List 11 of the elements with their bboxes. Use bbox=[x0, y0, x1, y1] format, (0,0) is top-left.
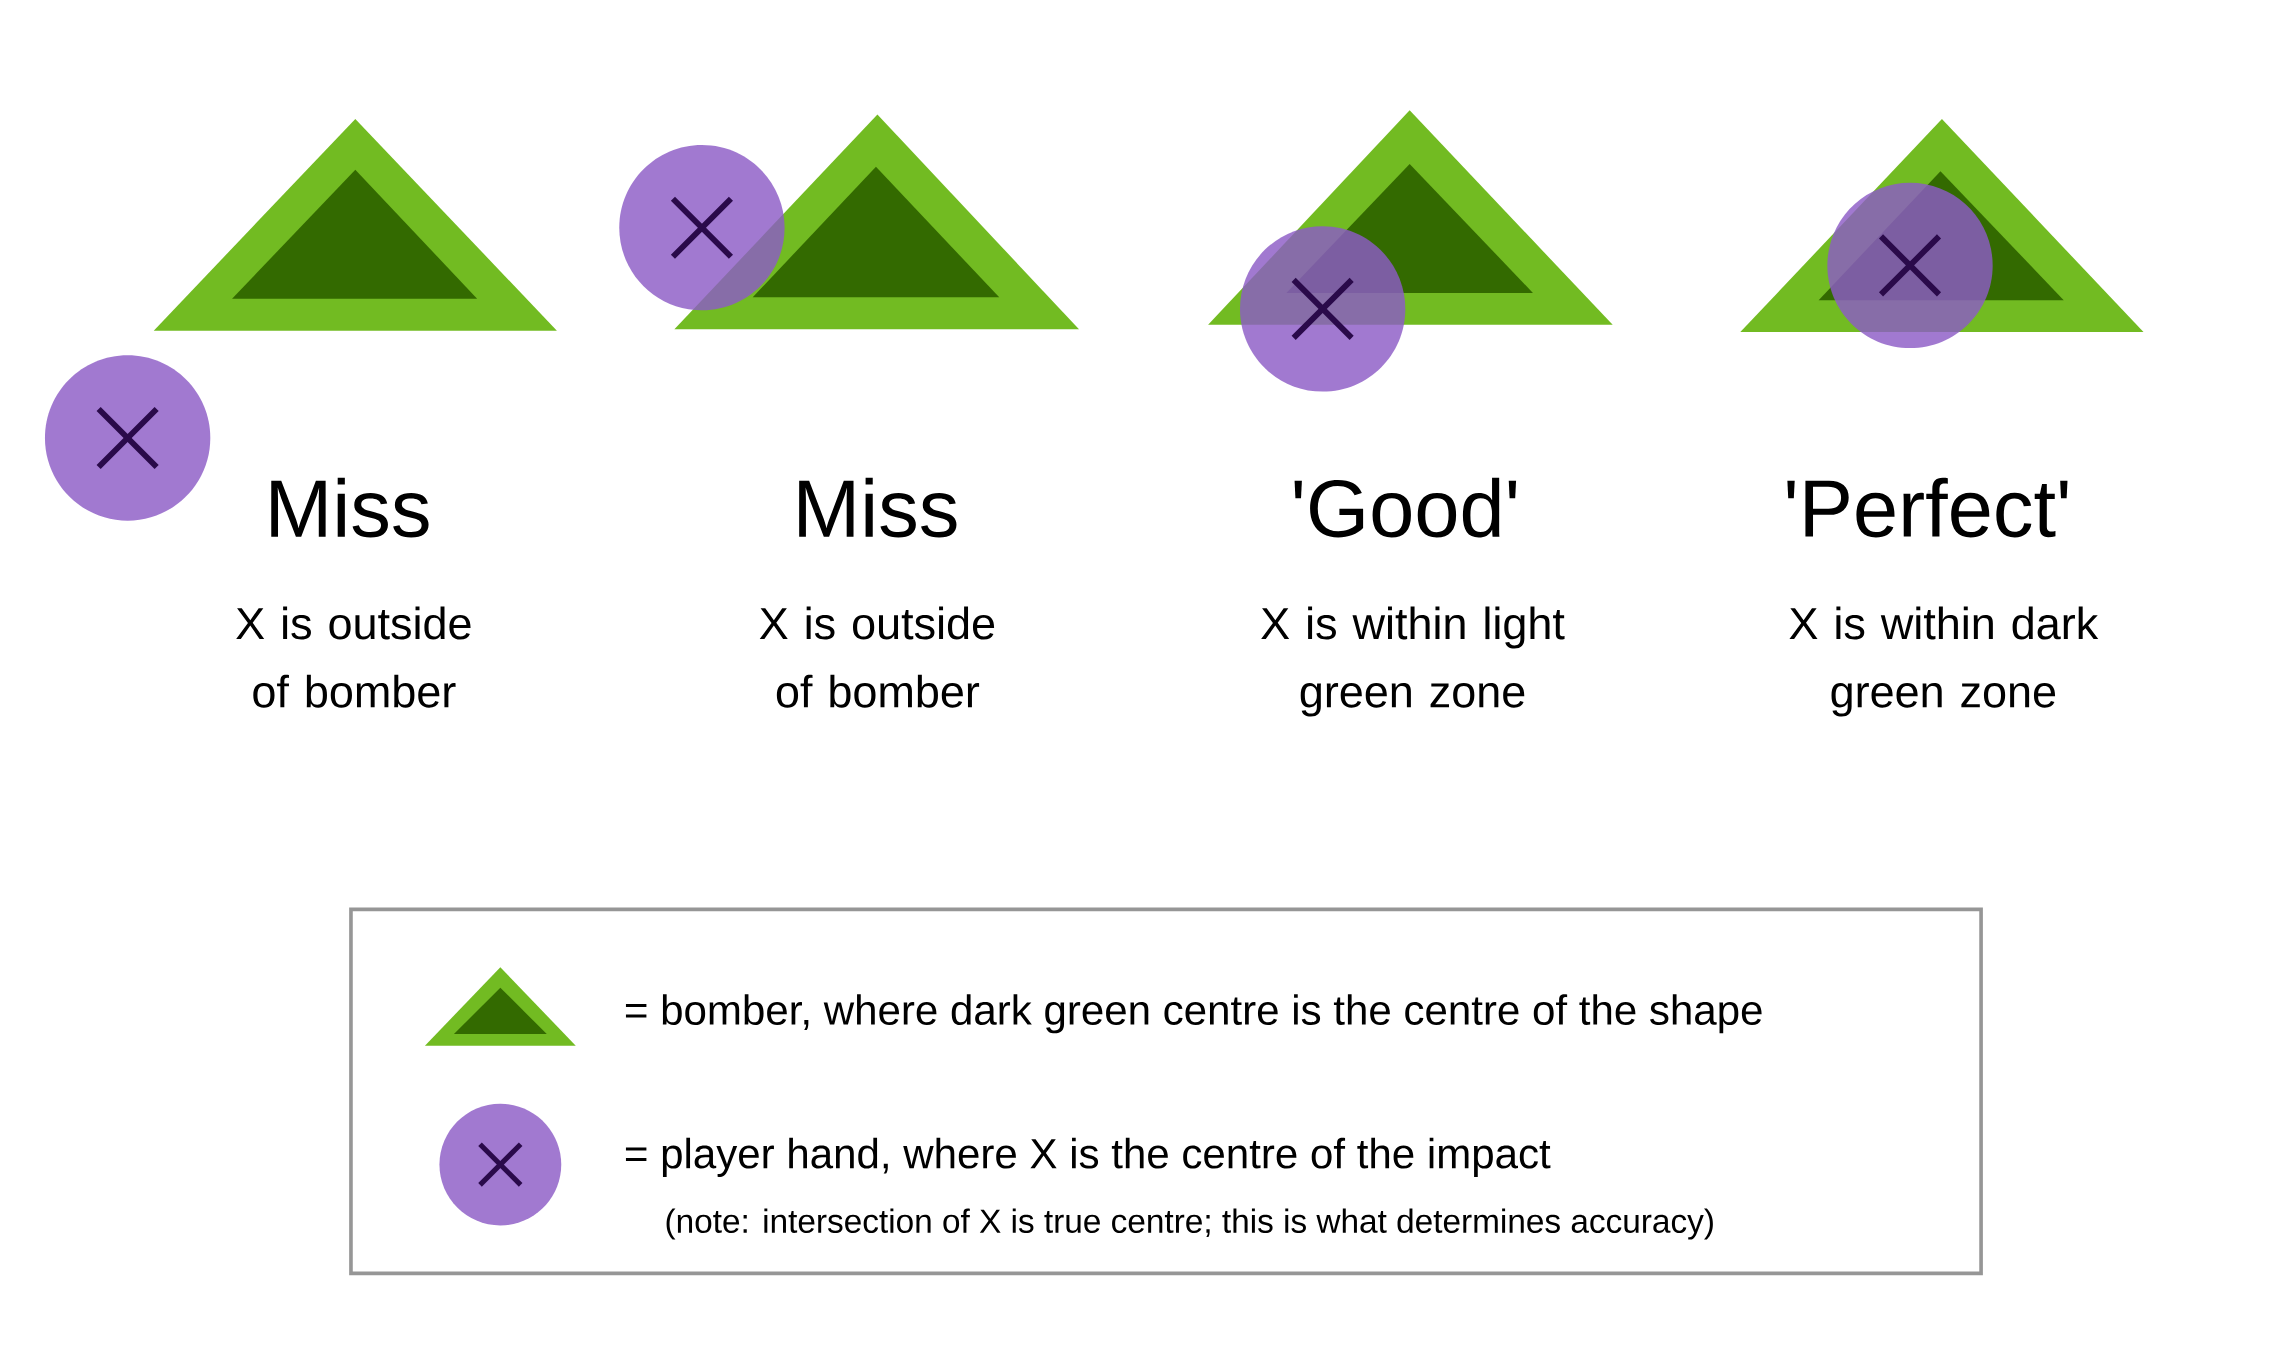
legend-text: = player hand, where X is the centre of the impact bbox=[625, 1137, 1551, 1177]
legend-text: = bomber, where dark green centre is the centre of the shape bbox=[625, 993, 1762, 1034]
description-text: X is outside of bomber bbox=[759, 606, 995, 708]
result-heading: 'Perfect' bbox=[1787, 477, 2068, 538]
result-heading: Miss bbox=[271, 477, 429, 538]
result-heading: Miss bbox=[799, 477, 957, 538]
description-text: X is within light green zone bbox=[1261, 606, 1565, 717]
note-text: (note: intersection of X is true centre; this is what determines accuracy) bbox=[666, 1208, 1713, 1240]
description-text: X is within dark green zone bbox=[1789, 606, 2099, 717]
description-text: X is outside of bomber bbox=[236, 606, 471, 708]
result-heading: 'Good' bbox=[1294, 477, 1517, 538]
